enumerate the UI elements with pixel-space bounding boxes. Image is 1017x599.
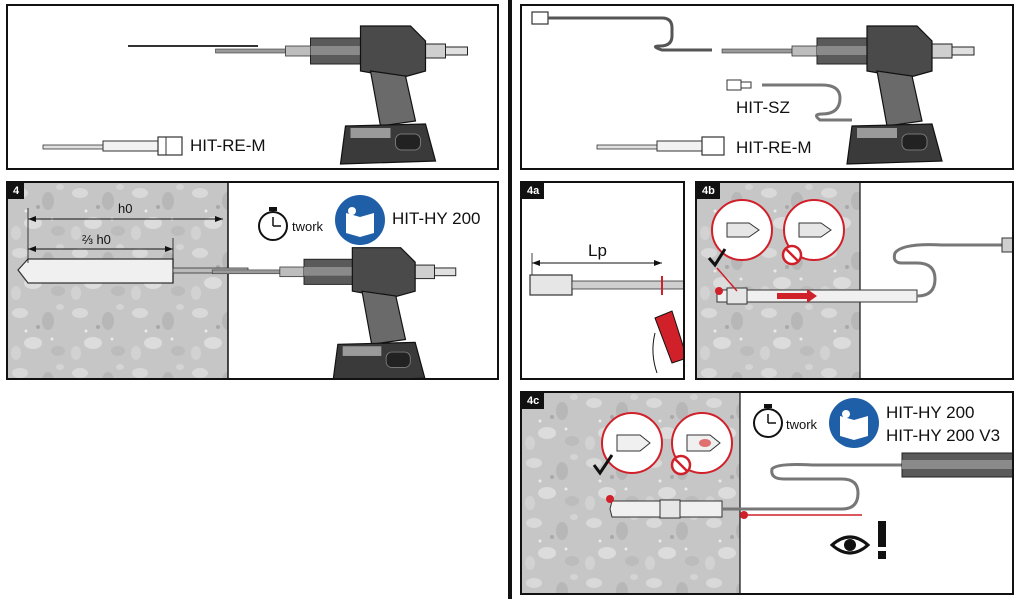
- panel-dispenser-extension: HIT-SZ HIT-RE-M: [520, 4, 1014, 170]
- exclamation-icon: [878, 521, 886, 559]
- product-label: HIT-HY 200: [392, 209, 481, 228]
- step-4-illustration: [8, 183, 457, 378]
- marker-pen-icon: [652, 310, 683, 374]
- step-number: 4b: [697, 183, 720, 199]
- mixer-nozzle-icon: [596, 136, 725, 156]
- panel-step-4c: 4c: [520, 391, 1014, 595]
- panel-step-4b: 4b: [695, 181, 1014, 380]
- manual-icon: [335, 195, 385, 245]
- step-number: 4c: [522, 393, 545, 409]
- dispenser-illustration: [42, 25, 469, 165]
- step-4a-illustration: [529, 253, 683, 374]
- panel-step-4a: 4a Lp: [520, 181, 685, 380]
- two-thirds-depth-label: ⅔ h0: [82, 232, 111, 247]
- step-4c-illustration: [522, 393, 1012, 593]
- dispenser-extension-illustration: [531, 11, 975, 165]
- incorrect-detail-icon: [781, 199, 845, 266]
- product-label-2: HIT-HY 200 V3: [886, 426, 1001, 445]
- correct-detail-icon: [592, 412, 663, 476]
- correct-detail-icon: [707, 199, 773, 268]
- hit-sz-extension-icon: [726, 79, 852, 122]
- panel-step-4: 4 h0 ⅔ h0 twork HIT-HY 200: [6, 181, 499, 380]
- working-time-label: twork: [786, 417, 818, 432]
- step-4b-illustration: [697, 183, 1012, 378]
- step-number: 4: [8, 183, 25, 199]
- manual-icon: [829, 398, 879, 448]
- section-divider: [508, 0, 512, 599]
- working-time-label: twork: [292, 219, 324, 234]
- depth-label: h0: [118, 201, 133, 216]
- mixer-nozzle-icon: [42, 136, 183, 156]
- eye-icon: [829, 535, 871, 555]
- stopwatch-icon: [753, 404, 783, 438]
- mixer-label: HIT-RE-M: [736, 138, 812, 157]
- panel-dispenser-hit-re-m: HIT-RE-M: [6, 4, 499, 170]
- incorrect-detail-icon: [670, 412, 733, 476]
- length-label: Lp: [588, 241, 607, 260]
- stopwatch-icon: [258, 207, 288, 241]
- extension-label: HIT-SZ: [736, 98, 790, 117]
- mixer-label: HIT-RE-M: [190, 136, 266, 155]
- product-label-1: HIT-HY 200: [886, 403, 975, 422]
- step-number: 4a: [522, 183, 545, 199]
